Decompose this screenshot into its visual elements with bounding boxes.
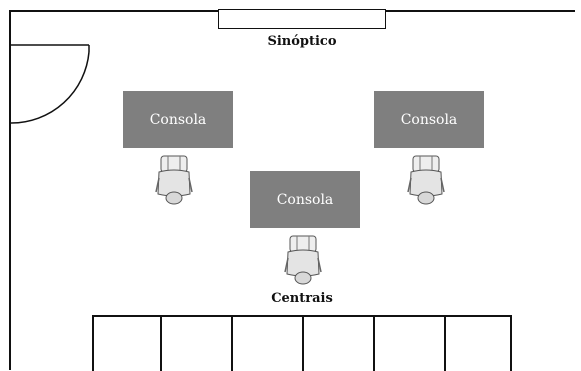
rack-cabinet — [373, 317, 444, 371]
rack-cabinet — [160, 317, 231, 371]
console-right: Consola — [374, 91, 484, 148]
console-left: Consola — [123, 91, 233, 148]
console-center: Consola — [250, 171, 360, 228]
centrals-rack-row — [92, 315, 512, 371]
rack-cabinet — [231, 317, 302, 371]
rack-cabinet — [444, 317, 512, 371]
operator-seated-icon — [407, 155, 445, 205]
operator-seated-icon — [155, 155, 193, 205]
door-icon — [10, 44, 90, 124]
rack-cabinet — [92, 317, 160, 371]
centrals-label: Centrais — [271, 291, 333, 306]
rack-cabinet — [302, 317, 373, 371]
synoptic-panel — [218, 9, 386, 29]
left-wall — [9, 10, 11, 370]
operator-seated-icon — [284, 235, 322, 285]
synoptic-label: Sinóptico — [267, 34, 337, 49]
